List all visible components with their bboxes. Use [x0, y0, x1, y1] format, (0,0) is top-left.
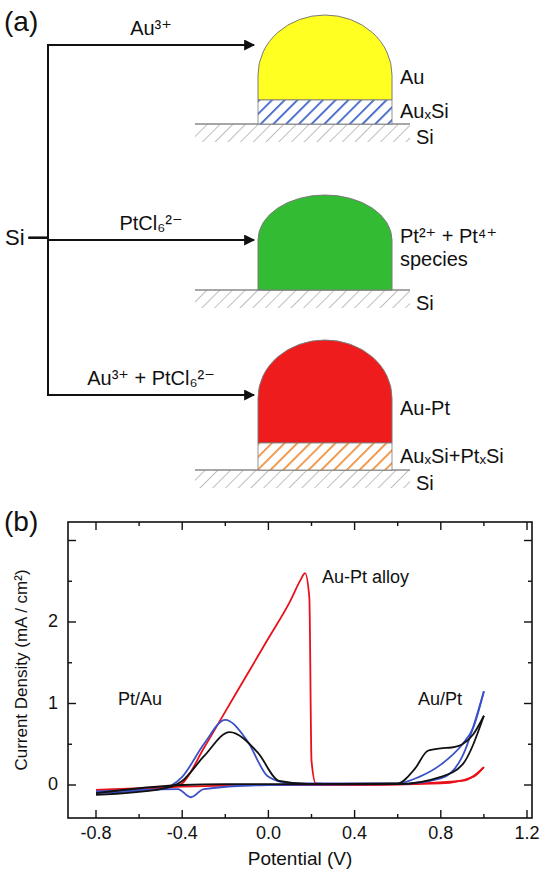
substrate-label: Si [416, 292, 434, 315]
au-particle-shape [258, 15, 392, 100]
tick-label: -0.4 [167, 823, 198, 844]
reaction-arrow [29, 238, 254, 240]
substrate-hatch [195, 470, 410, 488]
alloy-particle-shape [258, 340, 392, 443]
x-tick [354, 810, 355, 818]
silicide-layer-shape [258, 443, 392, 470]
reaction-arrow [29, 238, 254, 395]
tick-label: 2 [48, 611, 58, 632]
curve-label: Au/Pt [418, 689, 462, 710]
x-tick [354, 522, 355, 530]
y-tick [68, 581, 72, 582]
x-tick [95, 810, 96, 818]
pt-particle-shape [258, 195, 392, 290]
axis-title: Current Density (mA / cm²) [12, 569, 32, 770]
x-tick [526, 810, 527, 818]
silicide-layer-shape [258, 100, 392, 124]
reagent-label: Au³⁺ + PtCl₆²⁻ [85, 367, 217, 390]
y-tick [524, 784, 532, 785]
substrate-label: Si [416, 472, 434, 495]
x-tick [526, 522, 527, 530]
y-tick [68, 621, 76, 622]
x-tick [483, 814, 484, 818]
curve-label: Au-Pt alloy [322, 567, 409, 588]
layer-label: AuₓSi+PtₓSi [400, 445, 504, 468]
x-tick [311, 814, 312, 818]
panel-label: (a) [4, 6, 38, 38]
tick-label: 0.8 [428, 823, 453, 844]
axis-title: Potential (V) [248, 848, 353, 870]
alloy-particle: Au-Pt [258, 340, 392, 443]
y-tick [68, 744, 72, 745]
x-tick [95, 522, 96, 530]
x-tick [311, 522, 312, 526]
y-tick [524, 540, 532, 541]
pt-particle: Pt²⁺ + Pt⁴⁺ species [258, 195, 392, 290]
y-tick [68, 540, 76, 541]
layer-label: Pt²⁺ + Pt⁴⁺ species [400, 225, 535, 271]
x-tick [138, 522, 139, 526]
y-tick [68, 662, 72, 663]
x-tick [397, 814, 398, 818]
substrate-hatch [195, 290, 410, 308]
x-tick [225, 522, 226, 526]
au-pt-curve [96, 716, 484, 793]
y-tick [528, 744, 532, 745]
y-tick [68, 703, 76, 704]
x-tick [181, 810, 182, 818]
reagent-label: Au³⁺ [128, 17, 174, 40]
pt-particle-outline [258, 195, 392, 290]
alloy-curve [96, 573, 484, 791]
y-tick [68, 784, 76, 785]
au-pt-curve [96, 716, 484, 795]
material-label: Si [5, 225, 25, 250]
tick-label: 1.2 [514, 823, 539, 844]
tick-label: 1 [48, 693, 58, 714]
reaction-arrow [29, 45, 254, 238]
layer-label: Au [400, 66, 424, 89]
y-tick [524, 621, 532, 622]
x-tick [268, 522, 269, 530]
y-tick [528, 581, 532, 582]
layer-label: Au-Pt [400, 397, 450, 420]
x-tick [397, 522, 398, 526]
substrate-hatch [195, 124, 410, 142]
y-tick [524, 703, 532, 704]
silicide-layer: AuₓSi [258, 100, 392, 124]
alloy-particle-outline [258, 340, 392, 443]
x-tick [440, 810, 441, 818]
reactant-label: Si [5, 225, 25, 250]
au-particle: Au [258, 15, 392, 100]
substrate-label: Si [416, 126, 434, 149]
silicide-layer-outline [258, 443, 392, 470]
x-tick [268, 810, 269, 818]
y-tick [528, 662, 532, 663]
x-tick [225, 814, 226, 818]
plot-frame [68, 522, 532, 818]
x-tick [440, 522, 441, 530]
tick-label: 0 [48, 774, 58, 795]
tick-label: 0.0 [256, 823, 281, 844]
tick-label: 0.4 [342, 823, 367, 844]
curve-label: Pt/Au [118, 689, 162, 710]
x-tick [181, 522, 182, 530]
layer-label: AuₓSi [400, 100, 449, 123]
au-particle-outline [258, 15, 392, 100]
x-tick [138, 814, 139, 818]
silicide-layer-outline [258, 100, 392, 124]
x-tick [483, 522, 484, 526]
reagent-label: PtCl₆²⁻ [117, 212, 184, 235]
silicide-layer: AuₓSi+PtₓSi [258, 443, 392, 470]
panel-label: (b) [4, 506, 38, 538]
tick-label: -0.8 [80, 823, 111, 844]
